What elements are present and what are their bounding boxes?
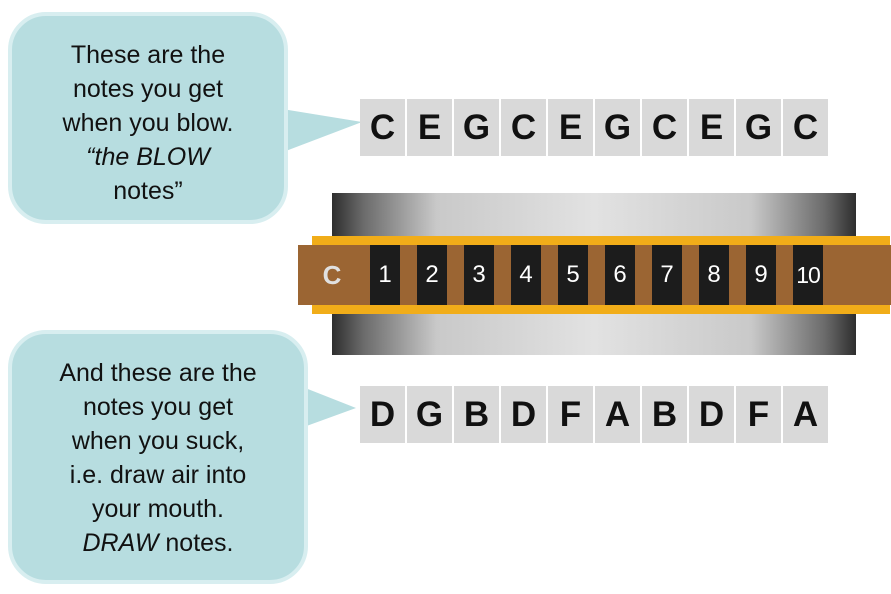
draw-note: G bbox=[407, 386, 452, 443]
harmonica-comb bbox=[298, 245, 891, 305]
harmonica-hole: 6 bbox=[605, 245, 635, 305]
harmonica-hole: 5 bbox=[558, 245, 588, 305]
harmonica-hole: 4 bbox=[511, 245, 541, 305]
draw-note: F bbox=[736, 386, 781, 443]
draw-note: A bbox=[783, 386, 828, 443]
blow-note: G bbox=[736, 99, 781, 156]
draw-note: D bbox=[689, 386, 734, 443]
harmonica-hole: 3 bbox=[464, 245, 494, 305]
draw-note: B bbox=[642, 386, 687, 443]
blow-bubble-tail bbox=[270, 107, 362, 157]
draw-note: B bbox=[454, 386, 499, 443]
harmonica-hole: 1 bbox=[370, 245, 400, 305]
blow-notes-callout: These are the notes you get when you blo… bbox=[8, 12, 288, 224]
blow-note: C bbox=[783, 99, 828, 156]
blow-note: C bbox=[642, 99, 687, 156]
blow-note: G bbox=[595, 99, 640, 156]
harmonica-bottom-cover bbox=[332, 310, 856, 355]
harmonica-hole: 10 bbox=[793, 245, 823, 305]
draw-note: D bbox=[501, 386, 546, 443]
harmonica-reed-plate bbox=[312, 236, 890, 314]
harmonica-hole: 7 bbox=[652, 245, 682, 305]
draw-notes-row: D G B D F A B D F A bbox=[360, 386, 828, 443]
blow-note: G bbox=[454, 99, 499, 156]
draw-word: DRAW bbox=[82, 529, 159, 557]
blow-note: E bbox=[407, 99, 452, 156]
harmonica-hole: 2 bbox=[417, 245, 447, 305]
blow-notes-row: C E G C E G C E G C bbox=[360, 99, 828, 156]
harmonica-top-cover bbox=[332, 193, 856, 238]
callout-line: These are the bbox=[70, 41, 226, 69]
callout-line: your mouth. bbox=[91, 495, 224, 523]
callout-line: notes you get bbox=[82, 393, 234, 421]
blow-note: C bbox=[501, 99, 546, 156]
harmonica-key-label: C bbox=[322, 259, 342, 290]
callout-line-italic: “the BLOW bbox=[86, 143, 210, 171]
callout-line: when you blow. bbox=[62, 109, 234, 137]
draw-note: A bbox=[595, 386, 640, 443]
draw-suffix: notes. bbox=[158, 529, 234, 557]
blow-note: E bbox=[548, 99, 593, 156]
blow-note: E bbox=[689, 99, 734, 156]
callout-line-mixed: DRAW notes. bbox=[12, 526, 304, 560]
callout-line: notes” bbox=[113, 177, 183, 205]
draw-note: F bbox=[548, 386, 593, 443]
callout-line: And these are the bbox=[59, 359, 257, 387]
draw-notes-callout: And these are the notes you get when you… bbox=[8, 330, 308, 584]
callout-line: i.e. draw air into bbox=[69, 461, 247, 489]
callout-line: when you suck, bbox=[71, 427, 245, 455]
draw-note: D bbox=[360, 386, 405, 443]
callout-line: notes you get bbox=[72, 75, 224, 103]
harmonica-hole: 8 bbox=[699, 245, 729, 305]
blow-note: C bbox=[360, 99, 405, 156]
harmonica-hole: 9 bbox=[746, 245, 776, 305]
